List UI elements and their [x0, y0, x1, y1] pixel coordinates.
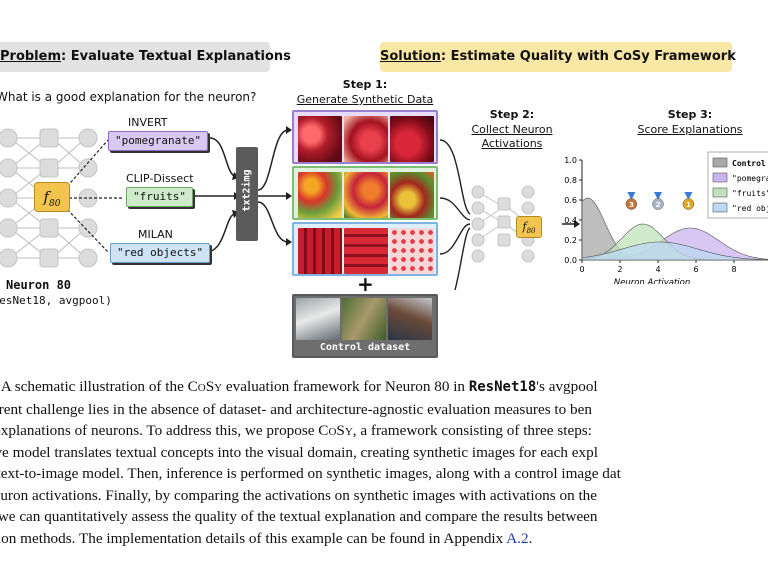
control-dataset-label: Control dataset: [319, 342, 411, 353]
control-image-tile: [342, 298, 386, 340]
txt2img-block: txt2img: [236, 147, 258, 241]
neuron-network-diagram: [0, 126, 292, 268]
control-dataset: Control dataset: [292, 294, 438, 358]
medal-ribbon: [654, 192, 662, 200]
explanation-box-invert: "pomegranate": [108, 131, 209, 151]
method-name-milan: MILAN: [138, 228, 173, 241]
y-tick-label: 0.6: [564, 196, 577, 205]
solution-banner-text: : Estimate Quality with CoSy Framework: [440, 49, 736, 64]
highlighted-neuron-f80: f80: [34, 182, 70, 212]
synthetic-image-tile: [344, 116, 388, 162]
medal: [625, 198, 638, 210]
dashed-connections: [63, 139, 124, 253]
legend-swatch: [712, 202, 728, 213]
caption-line-5: a text-to-image model. Then, inference i…: [0, 465, 621, 482]
caption-line-2: urrent challenge lies in the absence of …: [0, 400, 592, 418]
density-area: [581, 241, 768, 261]
problem-banner: Problem: Evaluate Textual Explanations: [0, 42, 291, 72]
x-tick-label: 2: [617, 265, 622, 274]
medal: [652, 198, 664, 210]
legend-label: "red objects": [732, 204, 768, 213]
problem-banner-text: : Evaluate Textual Explanations: [61, 49, 291, 64]
problem-banner-bold: Problem: [0, 49, 61, 64]
step2-neuron-index: 80: [526, 227, 536, 236]
medal-rank: 3: [629, 201, 634, 209]
caption-line-7: t, we can quantitatively assess the qual…: [0, 508, 598, 525]
neuron-label: Neuron 80: [6, 278, 72, 292]
question-text: What is a good explanation for the neuro…: [0, 90, 257, 104]
synthetic-images-pomegranate: [292, 110, 438, 164]
synthetic-image-tile: [344, 228, 388, 274]
method-name-clip-dissect: CLIP-Dissect: [126, 172, 194, 185]
solution-banner: Solution: Estimate Quality with CoSy Fra…: [380, 42, 736, 72]
synthetic-images-red-objects: [292, 222, 438, 276]
step3-title: Step 3:: [667, 108, 713, 121]
network-nodes: [0, 128, 98, 268]
y-tick-label: 1.0: [564, 156, 577, 165]
y-tick-label: 0.2: [564, 236, 577, 245]
y-tick-label: 0.4: [564, 216, 577, 225]
caption-line-3: l explanations of neurons. To address th…: [0, 422, 592, 439]
step1-subtitle: Generate Synthetic Data: [296, 93, 434, 106]
step2-subtitle-line1: Collect Neuron: [471, 123, 553, 136]
step3-subtitle: Score Explanations: [637, 123, 743, 136]
step2-title: Step 2:: [489, 108, 535, 121]
synthetic-image-tile: [390, 228, 434, 274]
method-name-invert: INVERT: [128, 116, 168, 129]
y-tick-label: 0.0: [564, 256, 577, 265]
step2-neuron-f80: f80: [516, 216, 542, 238]
x-tick-label: 8: [731, 265, 736, 274]
neuron-symbol: f: [43, 188, 50, 206]
x-tick-label: 0: [579, 265, 584, 274]
caption-line-8: ation methods. The implementation detail…: [0, 529, 533, 547]
synthetic-image-tile: [390, 116, 434, 162]
control-image-tile: [388, 298, 432, 340]
synthetic-image-tile: [298, 228, 342, 274]
medal-ribbon: [684, 192, 693, 200]
neuron-model-label: (ResNet18, avgpool): [0, 294, 112, 307]
caption-line-1: 1: A schematic illustration of the CoSy …: [0, 378, 598, 395]
step1-title: Step 1:: [342, 78, 388, 91]
collect-arrows: [439, 139, 471, 290]
explanation-box-milan: "red objects": [110, 243, 211, 263]
y-tick-label: 0.8: [564, 176, 577, 185]
medal-rank: 2: [656, 201, 661, 209]
solution-banner-bold: Solution: [380, 49, 441, 64]
txt2img-label: txt2img: [241, 169, 253, 212]
neuron-index: 80: [49, 199, 61, 209]
x-tick-label: 4: [655, 265, 660, 274]
caption-line-4: tive model translates textual concepts i…: [0, 443, 598, 461]
legend-swatch: [712, 187, 728, 198]
medal-rank: 1: [686, 201, 691, 209]
step2-network-nodes: [471, 185, 535, 263]
plus-sign: +: [357, 272, 374, 296]
figure-caption: 1: A schematic illustration of the CoSy …: [0, 376, 768, 549]
synthetic-image-tile: [298, 172, 342, 218]
legend-label: "pomegranate": [732, 174, 768, 183]
synthetic-image-tile: [298, 116, 342, 162]
step2-network-diagram: [439, 139, 580, 290]
x-axis-label: Neuron Activation: [614, 278, 690, 284]
generator-arrows: [257, 129, 289, 243]
caption-line-6: neuron activations. Finally, by comparin…: [0, 486, 598, 504]
synthetic-image-tile: [344, 172, 388, 218]
medal: [682, 198, 695, 210]
appendix-link[interactable]: A.2: [506, 529, 529, 547]
method-arrows: [190, 137, 235, 253]
medal-ribbon: [627, 192, 636, 200]
legend-label: Control: [732, 159, 766, 168]
step2-neuron-symbol: f: [522, 220, 527, 233]
legend-label: "fruits": [732, 189, 768, 198]
step2-subtitle-line2: Activations: [481, 137, 543, 150]
x-tick-label: 6: [693, 265, 698, 274]
explanation-box-clip-dissect: "fruits": [126, 187, 193, 207]
synthetic-images-fruits: [292, 166, 438, 220]
legend-swatch: [712, 157, 728, 168]
control-image-tile: [296, 298, 340, 340]
legend-swatch: [712, 172, 728, 183]
synthetic-image-tile: [390, 172, 434, 218]
